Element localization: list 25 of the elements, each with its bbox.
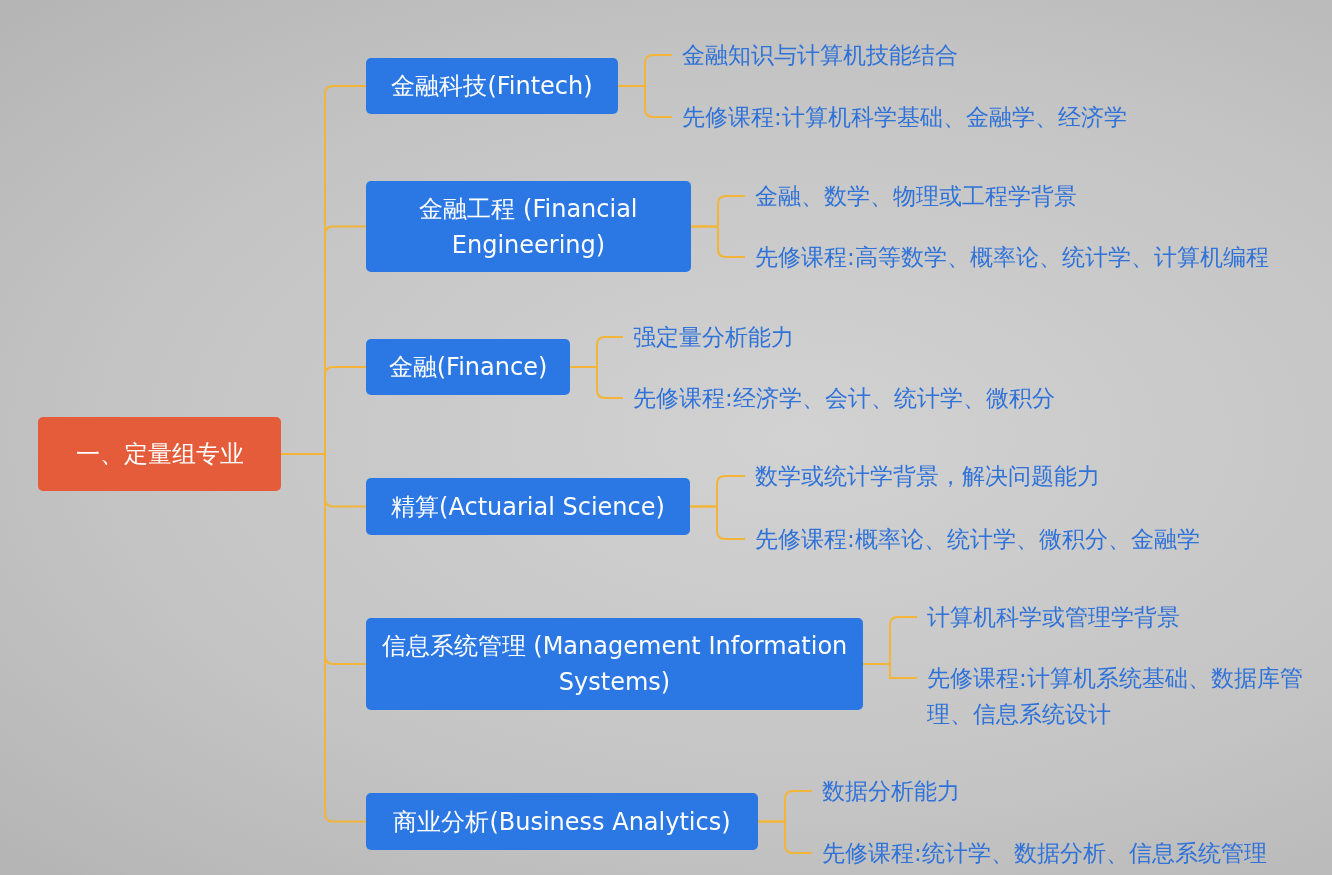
subtopic-text: 数据分析能力 (812, 773, 960, 809)
topic-box: 精算(Actuarial Science) (366, 478, 690, 535)
subtopic-text: 先修课程:概率论、统计学、微积分、金融学 (745, 521, 1200, 557)
connector-line (569, 366, 624, 399)
root-topic-box: 一、定量组专业 (38, 417, 281, 491)
subtopic-text: 先修课程:计算机科学基础、金融学、经济学 (672, 99, 1127, 135)
subtopic-text: 先修课程:高等数学、概率论、统计学、计算机编程 (745, 239, 1269, 275)
subtopic-text: 数学或统计学背景，解决问题能力 (745, 458, 1100, 494)
subtopic-text: 金融、数学、物理或工程学背景 (745, 178, 1077, 214)
subtopic-text: 先修课程:计算机系统基础、数据库管理、信息系统设计 (917, 660, 1322, 732)
connector-line (862, 663, 918, 679)
topic-box: 金融科技(Fintech) (366, 58, 618, 114)
connector-line (690, 225, 746, 258)
topic-box: 商业分析(Business Analytics) (366, 793, 758, 850)
subtopic-text: 金融知识与计算机技能结合 (672, 37, 958, 73)
subtopic-text: 先修课程:统计学、数据分析、信息系统管理 (812, 835, 1267, 871)
topic-box: 金融工程 (Financial Engineering) (366, 181, 691, 272)
subtopic-text: 强定量分析能力 (623, 319, 794, 355)
connector-line (617, 85, 673, 118)
subtopic-text: 先修课程:经济学、会计、统计学、微积分 (623, 380, 1055, 416)
topic-box: 金融(Finance) (366, 339, 570, 395)
connector-line (689, 505, 746, 540)
subtopic-text: 计算机科学或管理学背景 (917, 599, 1180, 635)
topic-box: 信息系统管理 (Management Information Systems) (366, 618, 863, 710)
connector-line (757, 820, 813, 854)
